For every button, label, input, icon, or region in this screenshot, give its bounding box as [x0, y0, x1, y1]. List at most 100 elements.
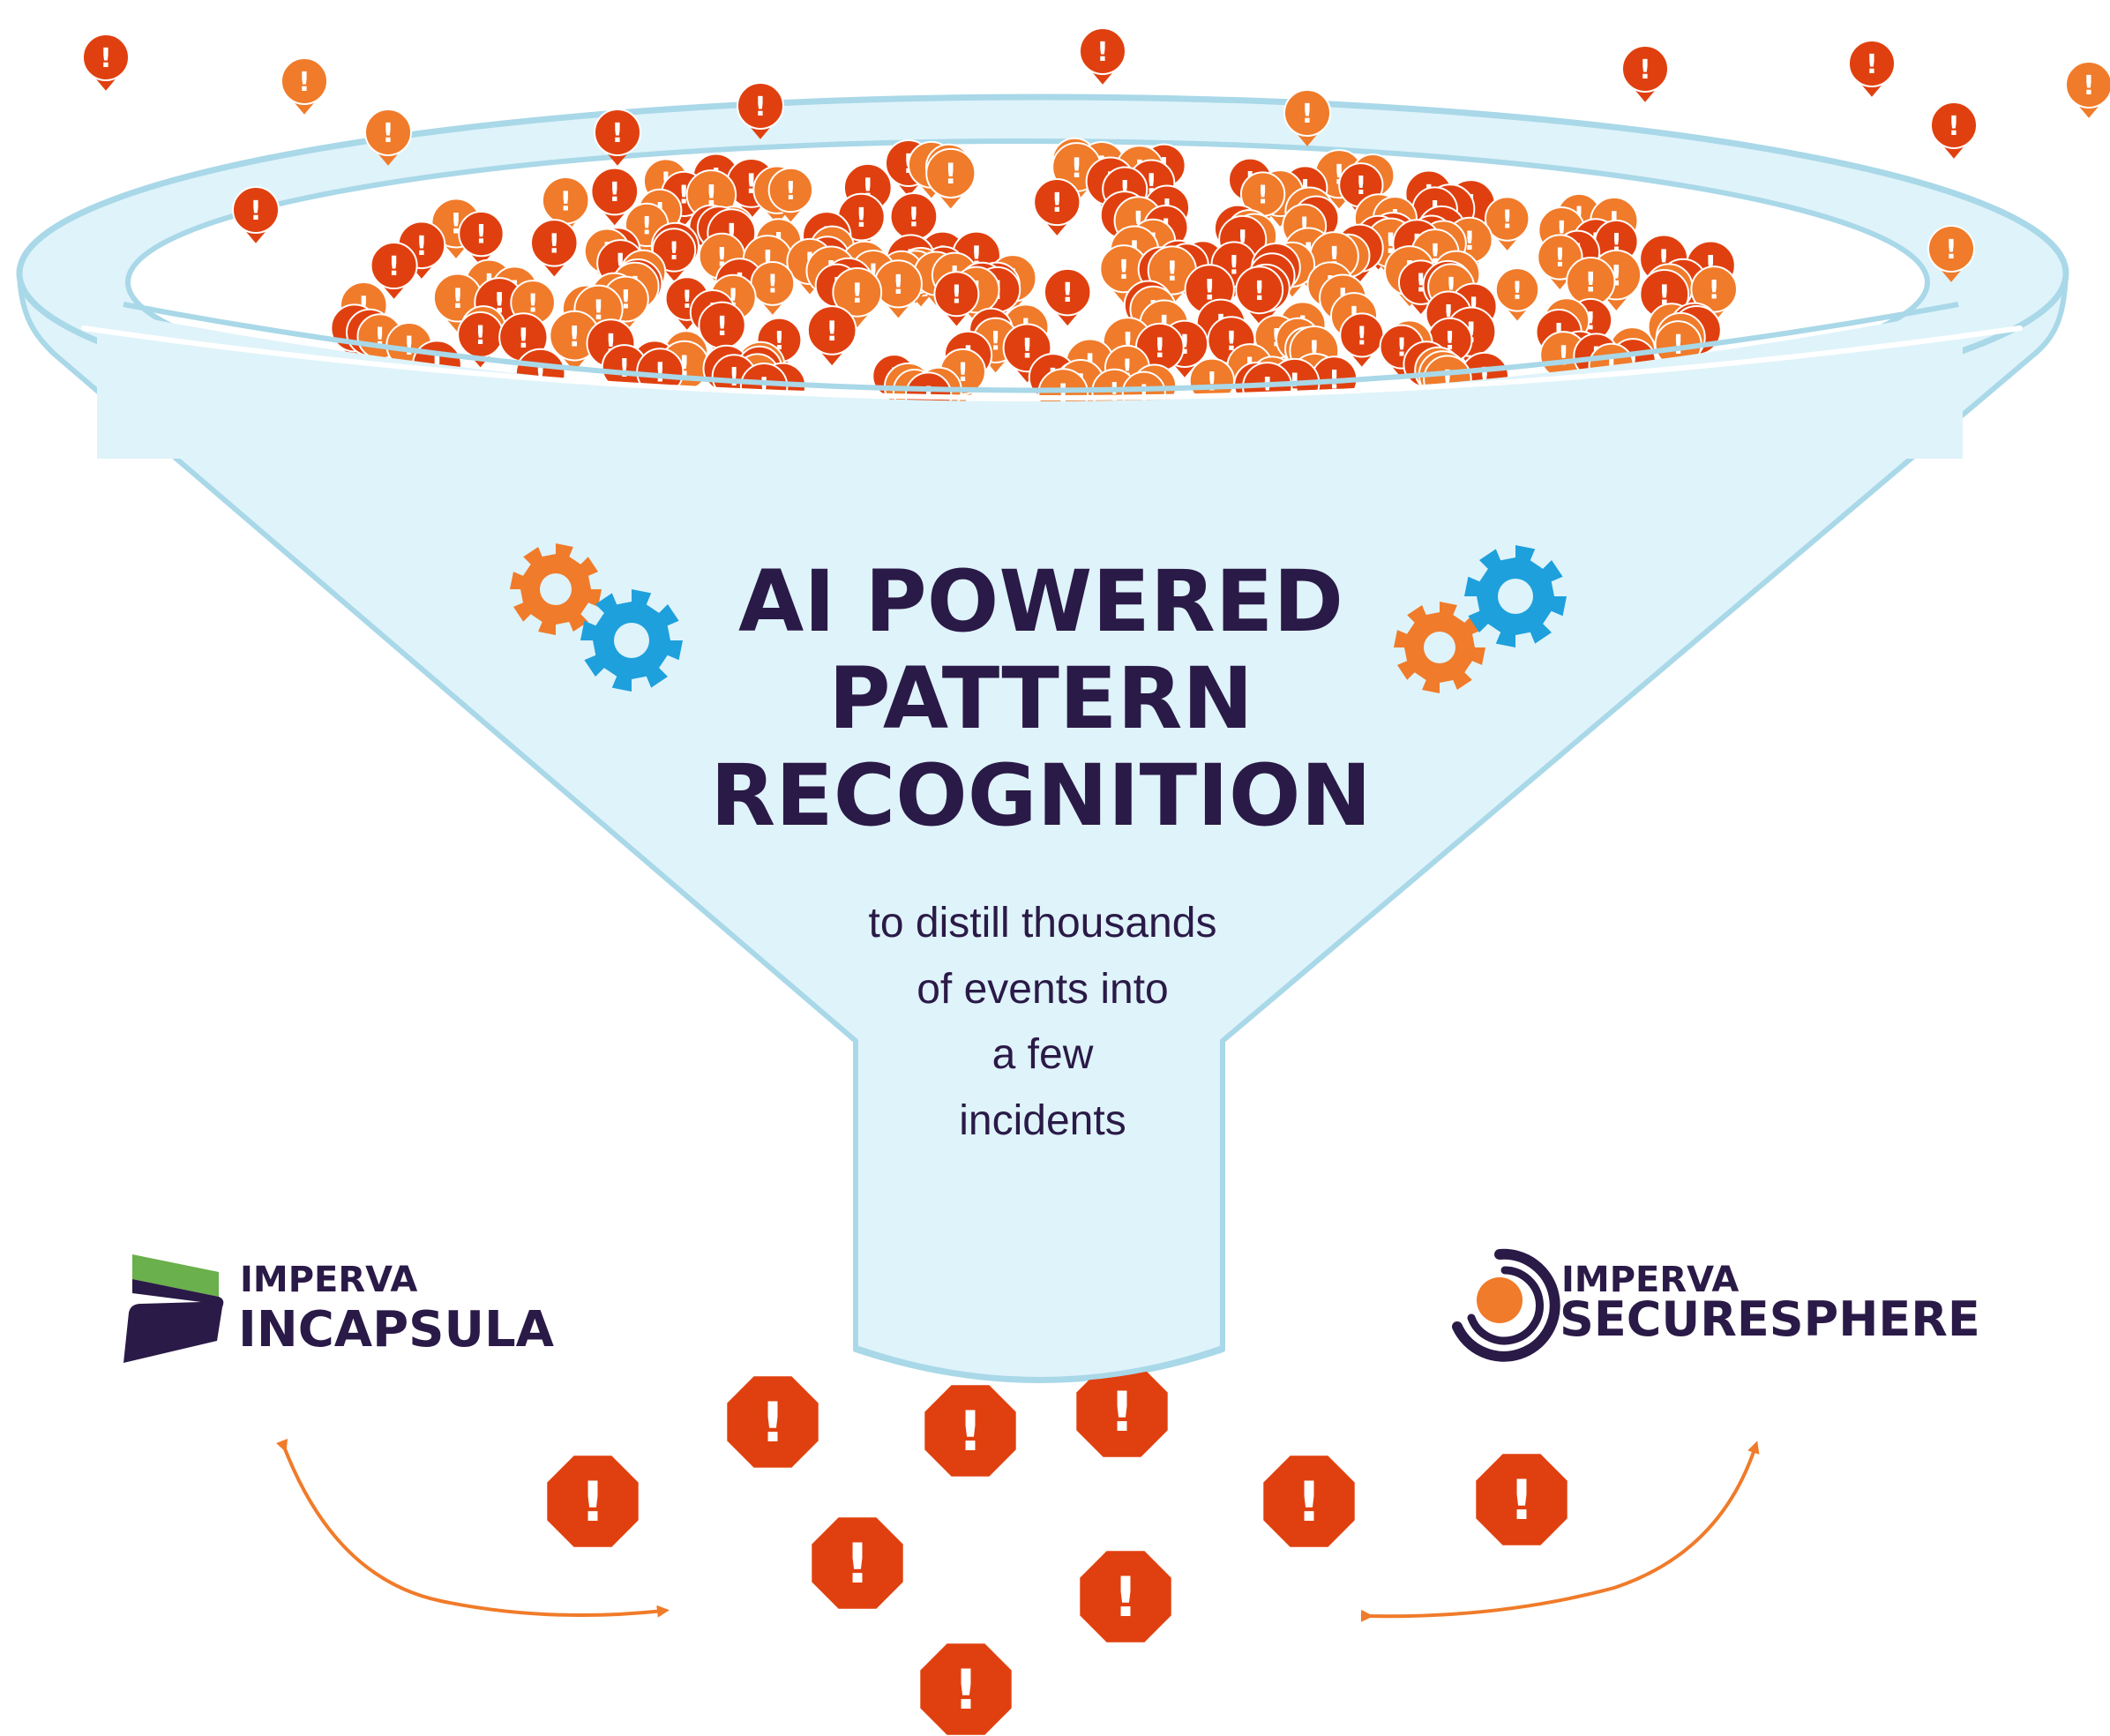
funnel-spout-edge: [855, 1345, 1223, 1382]
alert-mark: !: [1166, 256, 1178, 288]
alert-mark: !: [851, 278, 864, 310]
alert-mark: !: [1301, 99, 1313, 130]
event-alert-pin-icon: !: [590, 167, 640, 226]
incident-octagon-icon: !: [1080, 1551, 1171, 1642]
alert-mark: !: [1021, 333, 1033, 365]
gear-group-right: [1394, 545, 1567, 693]
event-alert-pin-icon: !: [458, 210, 505, 266]
alert-mark: !: [1509, 1468, 1534, 1532]
event-alert-pin-icon: !: [364, 108, 412, 166]
alert-mark: !: [100, 43, 112, 74]
event-alert-pin-icon: !: [925, 147, 976, 209]
gear-group-left: [510, 543, 683, 692]
alert-mark: !: [528, 288, 539, 318]
event-alerts: !!!!!!!!!!!!!!!!!!!!!!!!!!!!!!!!!!!!!!!!…: [82, 27, 2110, 459]
alert-mark: !: [1154, 333, 1166, 364]
headline: AI POWERED PATTERN RECOGNITION: [710, 552, 1372, 845]
gear-icon: [1394, 602, 1485, 693]
headline-line-3: RECOGNITION: [710, 746, 1372, 845]
event-alert-pin-icon: !: [1033, 177, 1081, 236]
alert-mark: !: [592, 295, 604, 326]
alert-mark: !: [1297, 1470, 1321, 1534]
alert-mark: !: [415, 231, 428, 262]
alert-mark: !: [559, 186, 572, 217]
alert-mark: !: [403, 331, 415, 361]
headline-line-1: AI POWERED: [738, 552, 1343, 651]
incident-octagon-icon: !: [924, 1385, 1016, 1477]
event-alert-pin-icon: !: [1338, 162, 1384, 217]
alert-mark: !: [609, 177, 621, 208]
gear-icon: [580, 589, 683, 692]
alert-mark: !: [1672, 330, 1685, 361]
alert-mark: !: [1639, 55, 1651, 86]
incident-octagon-icon: !: [1263, 1455, 1355, 1547]
alert-mark: !: [1051, 188, 1063, 219]
event-alert-pin-icon: !: [1079, 27, 1126, 85]
subheading-line-2: of events into: [917, 966, 1169, 1013]
funnel-rim-cover: [97, 309, 1963, 459]
alert-mark: !: [958, 1399, 983, 1463]
event-alert-pin-icon: !: [1494, 267, 1540, 321]
alert-mark: !: [641, 211, 653, 240]
securesphere-logo: IMPERVA SECURESPHERE: [1452, 1248, 1980, 1362]
alert-mark: !: [1096, 37, 1109, 68]
incapsula-logo: IMPERVA INCAPSULA: [123, 1254, 555, 1363]
incident-octagon-icon: !: [1476, 1454, 1568, 1545]
event-alert-pin-icon: !: [281, 57, 328, 115]
event-alert-pin-icon: !: [2065, 61, 2110, 118]
alert-mark: !: [475, 320, 486, 350]
alert-mark: !: [678, 179, 690, 209]
alert-mark: !: [618, 353, 630, 383]
alert-mark: !: [716, 311, 729, 342]
alert-mark: !: [1253, 276, 1266, 307]
alert-mark: !: [1228, 250, 1239, 280]
alert-mark: !: [767, 270, 778, 299]
alert-mark: !: [1206, 366, 1217, 396]
alert-mark: !: [669, 236, 680, 266]
securesphere-product-text: SECURESPHERE: [1560, 1291, 1980, 1347]
alert-mark: !: [892, 270, 904, 301]
alert-mark: !: [298, 67, 311, 98]
subheading-line-1: to distill thousands: [869, 900, 1217, 947]
incident-octagon-icon: !: [727, 1376, 819, 1468]
alert-mark: !: [654, 357, 666, 388]
curved-arrow-icon: [275, 1438, 670, 1618]
incident-octagon-icon: !: [547, 1455, 639, 1547]
alert-mark: !: [452, 283, 464, 315]
event-alert-pin-icon: !: [232, 186, 280, 243]
alert-mark: !: [1948, 111, 1960, 142]
incapsula-logo-icon: [123, 1254, 224, 1363]
funnel-rim-lower-edge: [123, 302, 1959, 393]
event-alert-pin-icon: !: [1621, 45, 1669, 102]
alert-mark: !: [705, 179, 718, 213]
alert-mark: !: [1611, 228, 1622, 257]
curved-arrow-icon: [1360, 1440, 1760, 1622]
event-alert-pin-icon: !: [651, 228, 697, 281]
alert-mark: !: [1708, 274, 1720, 305]
event-alert-pin-icon: !: [806, 305, 857, 366]
alert-mark: !: [951, 280, 962, 310]
incapsula-product-text: INCAPSULA: [238, 1301, 555, 1358]
event-alert-pin-icon: !: [1235, 266, 1284, 325]
subheading-line-4: incidents: [959, 1097, 1126, 1144]
funnel-spout-tip: [858, 1323, 1220, 1378]
gear-icon: [1464, 545, 1567, 647]
alert-mark: !: [754, 92, 767, 123]
alert-mark: !: [945, 159, 957, 191]
alert-mark: !: [1584, 267, 1597, 299]
event-alert-pin-icon: !: [873, 259, 923, 318]
alert-mark: !: [382, 118, 394, 149]
alert-mark: !: [548, 228, 560, 259]
alert-mark: !: [845, 1531, 870, 1596]
event-alert-pin-icon: !: [933, 271, 980, 326]
alert-mark: !: [1118, 255, 1130, 286]
alert-mark: !: [1558, 341, 1570, 372]
securesphere-logo-icon: [1452, 1248, 1560, 1362]
alert-mark: !: [611, 118, 624, 149]
event-alert-pin-icon: !: [594, 108, 641, 166]
event-alert-pin-icon: !: [750, 261, 796, 315]
alert-mark: !: [1061, 278, 1074, 309]
subheading: to distill thousands of events into a fe…: [869, 900, 1217, 1144]
incapsula-brand-text: IMPERVA: [240, 1260, 417, 1300]
